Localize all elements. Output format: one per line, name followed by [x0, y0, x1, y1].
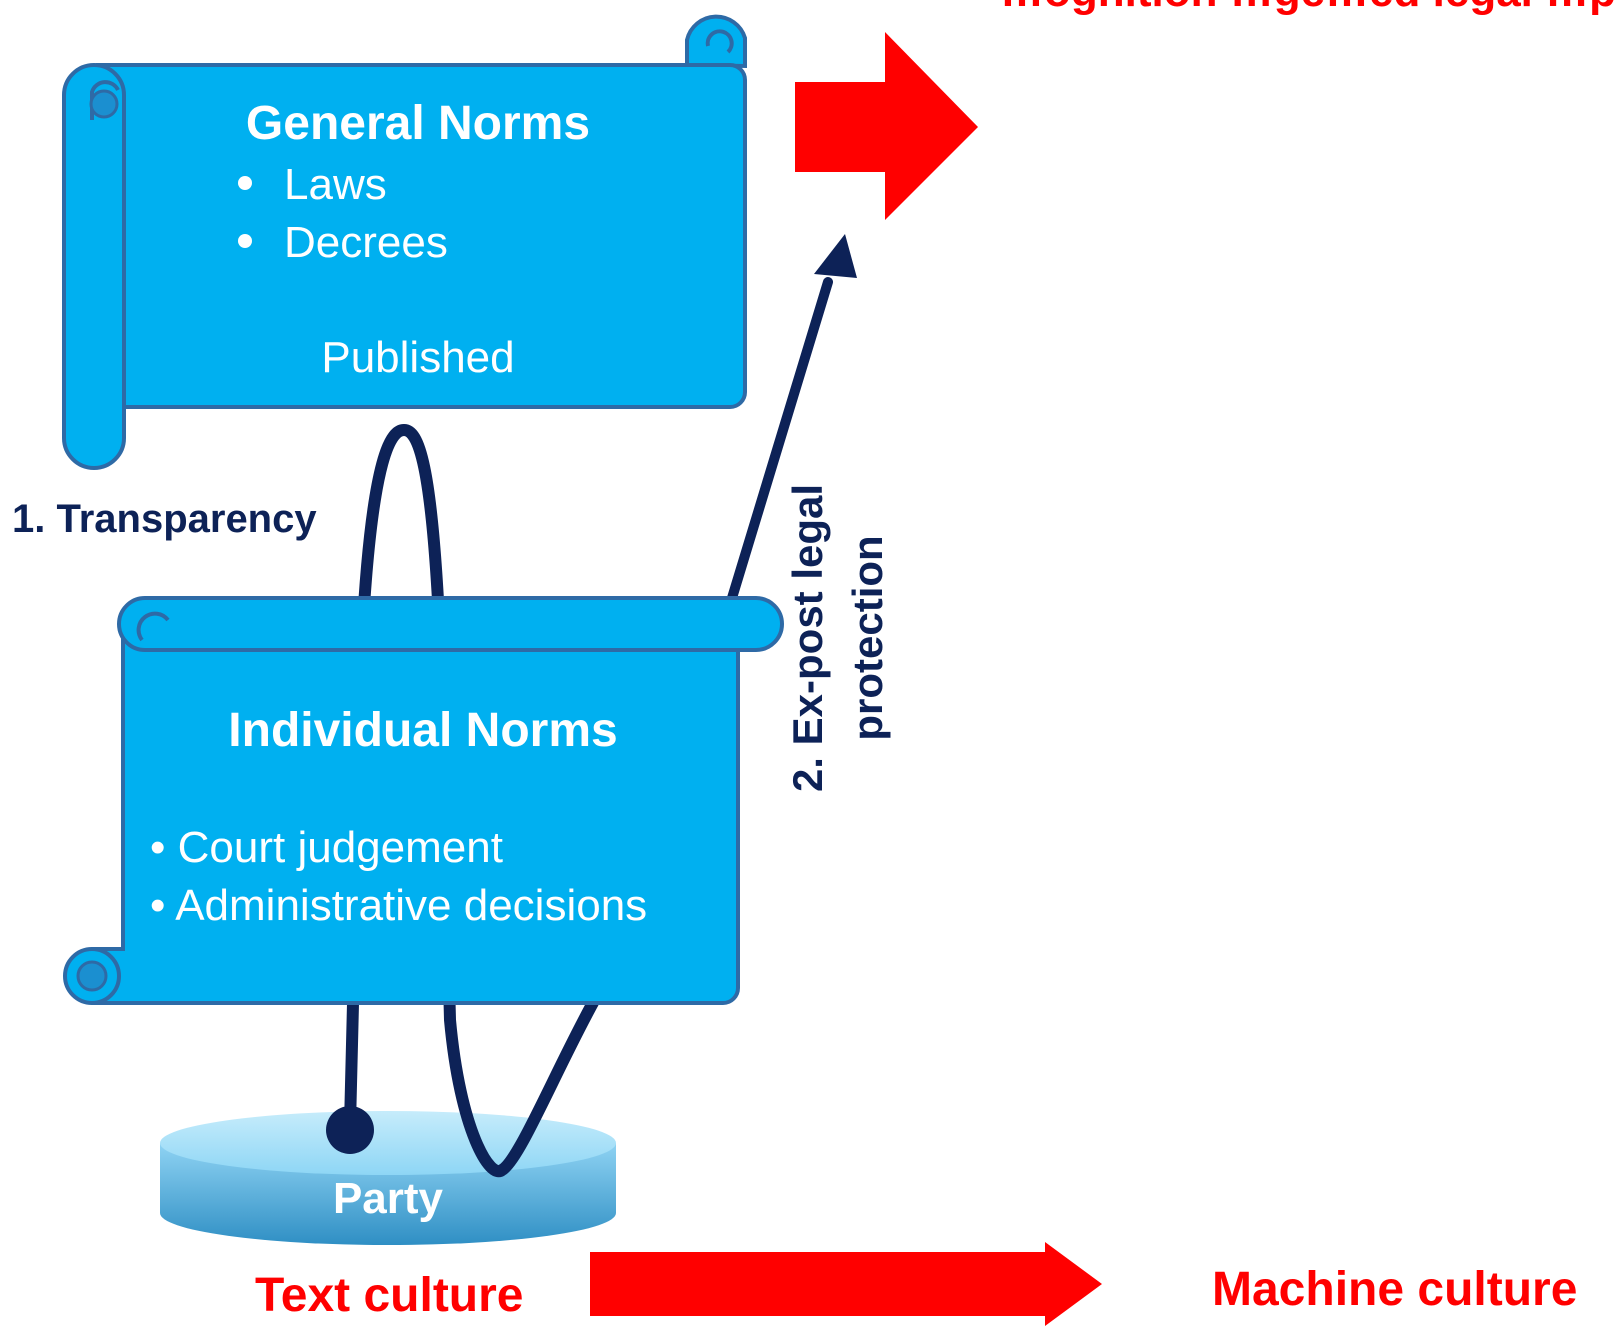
individual-norms-title: Individual Norms — [228, 704, 617, 757]
individual-norms-scroll: Individual Norms • Court judgement • Adm… — [63, 596, 784, 1005]
expost-arrow — [727, 234, 857, 603]
general-norms-bullet: Laws — [284, 160, 387, 209]
general-norms-title: General Norms — [246, 97, 590, 150]
bottom-red-arrow — [590, 1242, 1102, 1326]
expost-label: 2. Ex-post legal protection — [784, 484, 891, 792]
general-norms-bullet: Decrees — [284, 218, 448, 267]
bullet-dot — [238, 176, 252, 190]
individual-norms-bullet: • Administrative decisions — [150, 881, 647, 930]
individual-norms-bullet: • Court judgement — [150, 823, 503, 872]
svg-text:…ognition …ge…ed legal …p…: …ognition …ge…ed legal …p… — [1000, 0, 1620, 16]
party-cylinder: Party — [160, 1111, 616, 1245]
top-right-red-arrow — [795, 32, 978, 220]
text-culture-label: Text culture — [255, 1269, 524, 1322]
svg-text:2. Ex-post legal: 2. Ex-post legal — [784, 484, 831, 792]
general-norms-scroll: General Norms Laws Decrees Published — [62, 14, 747, 470]
transparency-label: 1. Transparency — [12, 497, 317, 541]
machine-culture-label: Machine culture — [1212, 1263, 1577, 1316]
svg-text:protection: protection — [844, 535, 891, 740]
general-norms-footer: Published — [321, 333, 514, 382]
party-label: Party — [333, 1174, 444, 1223]
party-anchor-dot — [326, 1106, 374, 1154]
top-title: …ognition …ge…ed legal …p… — [1000, 0, 1620, 16]
bullet-dot — [238, 234, 252, 248]
